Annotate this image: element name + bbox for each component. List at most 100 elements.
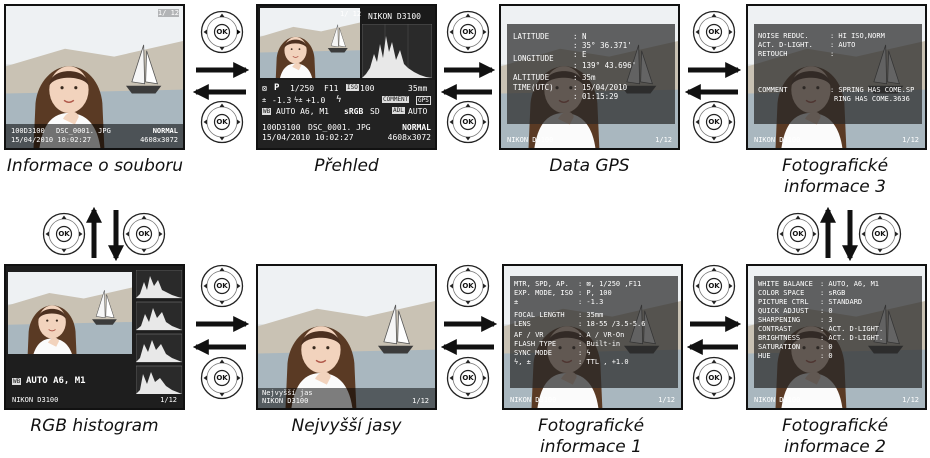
ok-button-label: OK bbox=[138, 230, 150, 238]
ok-button-label: OK bbox=[792, 230, 804, 238]
image-quality: NORMAL bbox=[402, 123, 431, 132]
blue-histogram bbox=[136, 365, 182, 394]
ok-button-label: OK bbox=[708, 374, 720, 382]
multi-selector-right: OK bbox=[692, 264, 736, 308]
info-bar bbox=[6, 124, 183, 148]
screen-highlights: Nejvyšší jas NIKON D3100 1/12 bbox=[256, 264, 437, 410]
date-time: 15/04/2010 10:02:27 bbox=[11, 136, 92, 144]
metering-icon: ⊠ bbox=[262, 84, 267, 93]
folder-name: 100D3100 bbox=[262, 123, 301, 132]
multi-selector-right: OK bbox=[200, 10, 244, 54]
sync-mode-label: SYNC MODE bbox=[514, 349, 552, 357]
ok-button-label: OK bbox=[874, 230, 886, 238]
caption-line-2: informace 1 bbox=[540, 437, 642, 457]
multi-selector-left: OK bbox=[446, 100, 490, 144]
image-quality: NORMAL bbox=[152, 127, 178, 135]
quick-adjust-label: QUICK ADJUST bbox=[758, 307, 809, 315]
gps-longitude-value: : 139° 43.696' bbox=[573, 61, 637, 70]
adl-value: AUTO bbox=[408, 107, 428, 116]
ok-button-label: OK bbox=[216, 118, 228, 126]
mtr-spd-ap-value: : ⊠, 1/250 ,F11 bbox=[578, 280, 642, 288]
white-balance: AUTO A6, M1 bbox=[26, 376, 86, 386]
active-dlighting-label: ACT. D-LIGHT. bbox=[758, 41, 813, 49]
multi-selector-left: OK bbox=[692, 100, 736, 144]
ok-button-label: OK bbox=[708, 118, 720, 126]
focal-length: 35mm bbox=[408, 84, 428, 93]
caption-line-2: informace 3 bbox=[784, 177, 886, 197]
ok-button-label: OK bbox=[708, 28, 720, 36]
frame-counter: 1/ 12 bbox=[340, 10, 362, 18]
screen-shooting-info-2: WHITE BALANCE : AUTO, A6, M1 COLOR SPACE… bbox=[746, 264, 927, 410]
camera-name: NIKON D3100 bbox=[368, 12, 421, 21]
noise-reduction-value: : HI ISO,NORM bbox=[830, 32, 885, 40]
red-histogram bbox=[136, 301, 182, 331]
ok-button-label: OK bbox=[462, 28, 474, 36]
hue-label: HUE bbox=[758, 352, 771, 360]
af-vr-value: : A / VR-On bbox=[578, 331, 625, 339]
screen-shooting-info-1: MTR, SPD, AP. : ⊠, 1/250 ,F11 EXP. MODE,… bbox=[502, 264, 683, 410]
caption-line-1: Fotografické bbox=[781, 156, 889, 176]
camera-name: NIKON D3100 bbox=[262, 397, 309, 405]
info-overlay bbox=[754, 276, 922, 388]
gps-overlay bbox=[507, 24, 675, 124]
camera-name: NIKON D3100 bbox=[12, 396, 59, 404]
exp-mode-iso-label: EXP. MODE, ISO bbox=[514, 289, 574, 297]
frame-counter: 1/12 bbox=[902, 136, 919, 144]
brightness-value: : ACT. D-LIGHT. bbox=[820, 334, 884, 342]
info-overlay bbox=[510, 276, 678, 388]
file-name: DSC_0001. JPG bbox=[308, 123, 371, 132]
retouch-value: : bbox=[830, 50, 835, 58]
active-dlighting-value: : AUTO bbox=[830, 41, 856, 49]
ok-button-label: OK bbox=[216, 28, 228, 36]
caption-gps: Data GPS bbox=[549, 156, 630, 176]
flash-type-label: FLASH TYPE bbox=[514, 340, 557, 348]
camera-name: NIKON D3100 bbox=[754, 396, 801, 404]
shutter-speed: 1/250 bbox=[290, 84, 315, 93]
quick-adjust-value: : 0 bbox=[820, 307, 833, 315]
flash-control-label: ϟ, ± bbox=[514, 358, 531, 366]
gps-latitude-label: LATITUDE bbox=[513, 32, 550, 41]
sharpening-label: SHARPENING bbox=[758, 316, 801, 324]
frame-counter: 1/ 12 bbox=[157, 9, 179, 17]
multi-selector-right: OK bbox=[692, 10, 736, 54]
caption-file-info: Informace o souboru bbox=[6, 156, 184, 176]
hue-value: : 0 bbox=[820, 352, 833, 360]
exposure-comp-value: -1.3 bbox=[272, 96, 292, 105]
multi-selector-up: OK bbox=[122, 212, 166, 256]
comment-label: COMMENT bbox=[758, 86, 788, 94]
lens-value: : 18-55 /3.5-5.6 bbox=[578, 320, 646, 328]
lens-label: LENS bbox=[514, 320, 531, 328]
color-space-label: COLOR SPACE bbox=[758, 289, 805, 297]
comment-value-cont: RING HAS COME.3636 bbox=[834, 95, 910, 103]
gps-date-value: : 15/04/2010 bbox=[573, 83, 628, 92]
caption-shooting-info-2: Fotografické informace 2 bbox=[740, 416, 930, 458]
image-size: 4608x3072 bbox=[387, 133, 431, 142]
wb-icon: WB bbox=[12, 378, 22, 385]
frame-counter: 1/12 bbox=[412, 397, 429, 405]
ok-button-label: OK bbox=[462, 374, 474, 382]
gps-longitude-label: LONGITUDE bbox=[513, 54, 554, 63]
iso-value: 100 bbox=[360, 84, 375, 93]
date-time: 15/04/2010 10:02:27 bbox=[262, 133, 354, 142]
frame-counter: 1/12 bbox=[902, 396, 919, 404]
luminance-histogram bbox=[136, 270, 182, 299]
gps-latitude-value: : 35° 36.371' bbox=[573, 41, 632, 50]
camera-name: NIKON D3100 bbox=[754, 136, 801, 144]
image-size: 4608x3072 bbox=[140, 136, 178, 144]
screen-overview: 1/ 12 NIKON D3100 ⊠ P 1/250 F11 ISO 100 … bbox=[256, 4, 437, 150]
iso-icon: ISO bbox=[346, 84, 359, 91]
screen-rgb-histogram: WB AUTO A6, M1 NIKON D3100 1/12 bbox=[4, 264, 185, 410]
exposure-comp-icon: ± bbox=[262, 96, 267, 104]
file-name: DSC_0001. JPG bbox=[56, 127, 111, 135]
white-balance-label: WHITE BALANCE bbox=[758, 280, 813, 288]
contrast-label: CONTRAST bbox=[758, 325, 792, 333]
focal-length-label: FOCAL LENGTH bbox=[514, 311, 565, 319]
exp-mode-iso-value: : P, 100 bbox=[578, 289, 612, 297]
white-balance-value: : AUTO, A6, M1 bbox=[820, 280, 880, 288]
ok-button-label: OK bbox=[216, 282, 228, 290]
flash-comp-value: +1.0 bbox=[306, 96, 326, 105]
ok-button-label: OK bbox=[216, 374, 228, 382]
gps-longitude-ref: : E bbox=[573, 50, 587, 59]
multi-selector-right: OK bbox=[446, 264, 490, 308]
multi-selector-left: OK bbox=[200, 356, 244, 400]
